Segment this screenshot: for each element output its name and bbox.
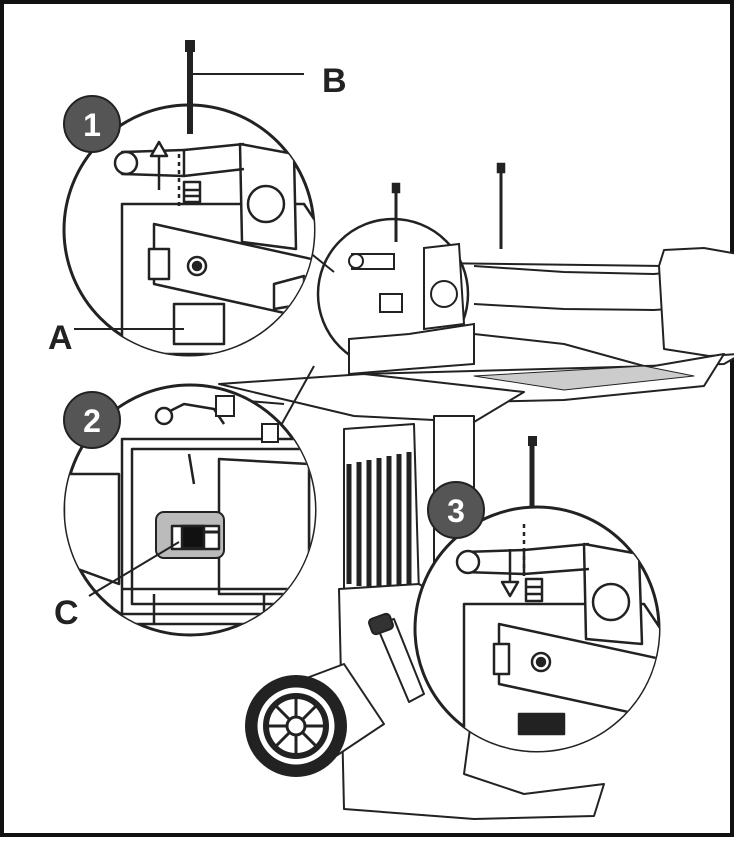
leader-c [88, 541, 180, 597]
detail-circle-1 [62, 40, 316, 357]
label-b: B [322, 62, 347, 100]
detail-highlight-circle [316, 162, 506, 376]
label-c: C [54, 594, 79, 632]
step-badge-3: 3 [427, 481, 485, 539]
svg-text:3: 3 [447, 493, 465, 529]
svg-text:1: 1 [83, 107, 101, 143]
detail-circle-2 [63, 383, 317, 637]
step-badge-2: 2 [63, 391, 121, 449]
wheel [245, 675, 347, 777]
svg-text:2: 2 [83, 403, 101, 439]
step-badge-1: 1 [63, 95, 121, 153]
label-a: A [48, 319, 73, 357]
log-splitter-diagram: 1 2 3 B A C [48, 40, 734, 820]
detail-circle-3 [413, 505, 661, 753]
